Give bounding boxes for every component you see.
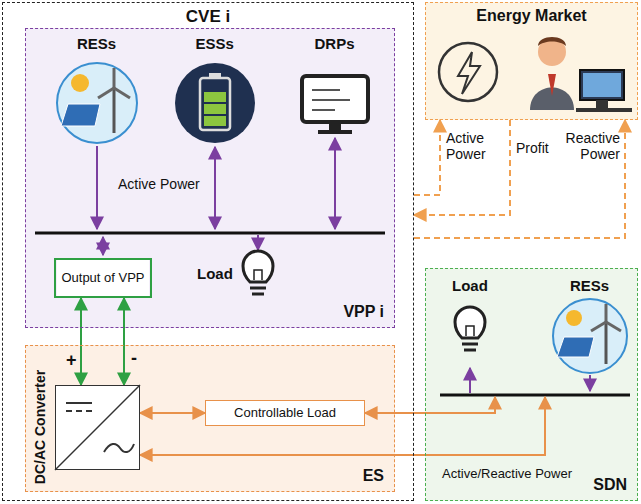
cve-region: CVE i VPP i RESs ESSs DRPsOutput of VPP LoadE… (2, 2, 414, 501)
output-wire (102, 237, 104, 255)
connector (140, 412, 205, 414)
output-box-ground (57, 258, 149, 298)
node-text: ES (363, 467, 384, 485)
bulb-icon (455, 307, 485, 350)
connector (414, 120, 440, 195)
node-text: ESSs (196, 35, 234, 52)
es-region: ES DC/AC Converter Controllable Load (25, 345, 395, 492)
sdn-load-wire (469, 368, 471, 393)
connector (80, 298, 82, 385)
sdn-bus (440, 394, 630, 397)
node-text: Load (197, 265, 233, 282)
load-box: Controllable Load (205, 400, 365, 426)
converter-symbol (55, 385, 140, 470)
output-box: Output of VPP (54, 258, 152, 298)
node-text: VPP i (343, 303, 384, 321)
res-heading: RESs (567, 276, 613, 296)
bulb-icon (243, 251, 273, 294)
node-text: SDN (593, 476, 627, 494)
node-text: Controllable Load (234, 406, 336, 421)
load-heading: Load (449, 276, 491, 296)
drp-wire (334, 138, 336, 229)
node-text: DRPs (315, 35, 355, 52)
ess-icon (175, 63, 255, 143)
monitor-icon (302, 76, 368, 134)
node-text: Energy Market (476, 7, 586, 25)
node-text: DC/AC Converter (32, 370, 48, 484)
polarity-sign: - (131, 348, 137, 369)
load-wire (257, 235, 259, 250)
flow-label: Active Power (118, 176, 200, 192)
sdn-res-wire (589, 375, 591, 391)
node-text: CVE i (186, 7, 230, 27)
connector (123, 298, 125, 385)
connector (414, 120, 625, 238)
node-text: RESs (77, 35, 116, 52)
vpp-region: VPP i RESs ESSs DRPsOutput of VPP Load (25, 28, 395, 328)
node-text: RESs (570, 277, 609, 294)
connector (365, 397, 495, 413)
energy-icon (439, 43, 497, 101)
node-text: Output of VPP (61, 271, 144, 286)
edge-label: Profit (516, 140, 549, 156)
edge-label: Active Power (446, 130, 502, 162)
polarity-sign: + (66, 350, 77, 371)
converter-box: DC/AC Converter (55, 385, 140, 470)
trader-icon (530, 37, 632, 112)
load-box-ground (205, 400, 365, 426)
vpp-ground (25, 28, 395, 328)
ess-heading: ESSs (193, 34, 238, 54)
res-wire (96, 146, 98, 229)
res-icon (553, 299, 627, 373)
edge-label: Reactive Power (558, 130, 620, 162)
market-ground (425, 2, 638, 120)
vpp-bus (35, 232, 385, 235)
drp-heading: DRPs (312, 34, 359, 54)
res-icon (57, 63, 137, 143)
connector (140, 397, 545, 455)
market-region: Energy Market (425, 2, 638, 120)
sdn-ground (425, 268, 638, 501)
node-text: Load (452, 277, 488, 294)
res-heading: RESs (74, 34, 120, 54)
load-heading: Load (194, 264, 236, 284)
ess-wire (214, 147, 216, 229)
flow-label: Active/Reactive Power (440, 467, 574, 482)
connector (414, 120, 510, 215)
